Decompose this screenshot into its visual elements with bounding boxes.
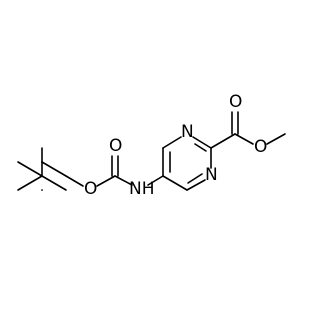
atom-n-ring-bottom: N xyxy=(205,165,218,185)
bond-c2-ester-c xyxy=(210,133,236,149)
pyrimidine-ring xyxy=(162,136,212,191)
bond-c6-c5 xyxy=(162,175,188,191)
bond-o-methyl xyxy=(266,133,286,145)
bond-o-tbu xyxy=(65,175,84,187)
bond-nh-boc-c xyxy=(114,175,133,186)
boc-carbamate-group xyxy=(65,155,164,187)
atom-labels: N N O O O O NH xyxy=(84,92,267,199)
bond-ester-c-o xyxy=(234,133,254,145)
tert-butyl-group xyxy=(41,161,67,191)
bond-c5-nh xyxy=(147,175,164,186)
atom-o-boc: O xyxy=(84,179,97,199)
atom-nh: NH xyxy=(129,179,155,199)
methyl-ester-group xyxy=(210,111,286,149)
bond-n3-c2 xyxy=(192,136,212,149)
bond-c4-n3 xyxy=(162,136,182,149)
atom-o-carbonyl-ester: O xyxy=(229,92,242,112)
bond-tbu-c-left-up xyxy=(17,161,43,177)
bond-n1-c6 xyxy=(186,179,206,191)
atom-n-ring-top: N xyxy=(181,122,194,142)
bond-tbu-c-left-down xyxy=(17,175,43,191)
atom-o-ester: O xyxy=(254,137,267,157)
bond-tbu-c-right xyxy=(41,175,67,191)
bond-n1-c6-double xyxy=(187,173,203,184)
tbu-final xyxy=(17,147,67,191)
atom-o-carbonyl-boc: O xyxy=(109,136,122,156)
bond-boc-c-o xyxy=(96,175,116,187)
bond-n3-c2-double xyxy=(194,143,207,152)
bond-tbu-methyl-up xyxy=(41,161,67,177)
